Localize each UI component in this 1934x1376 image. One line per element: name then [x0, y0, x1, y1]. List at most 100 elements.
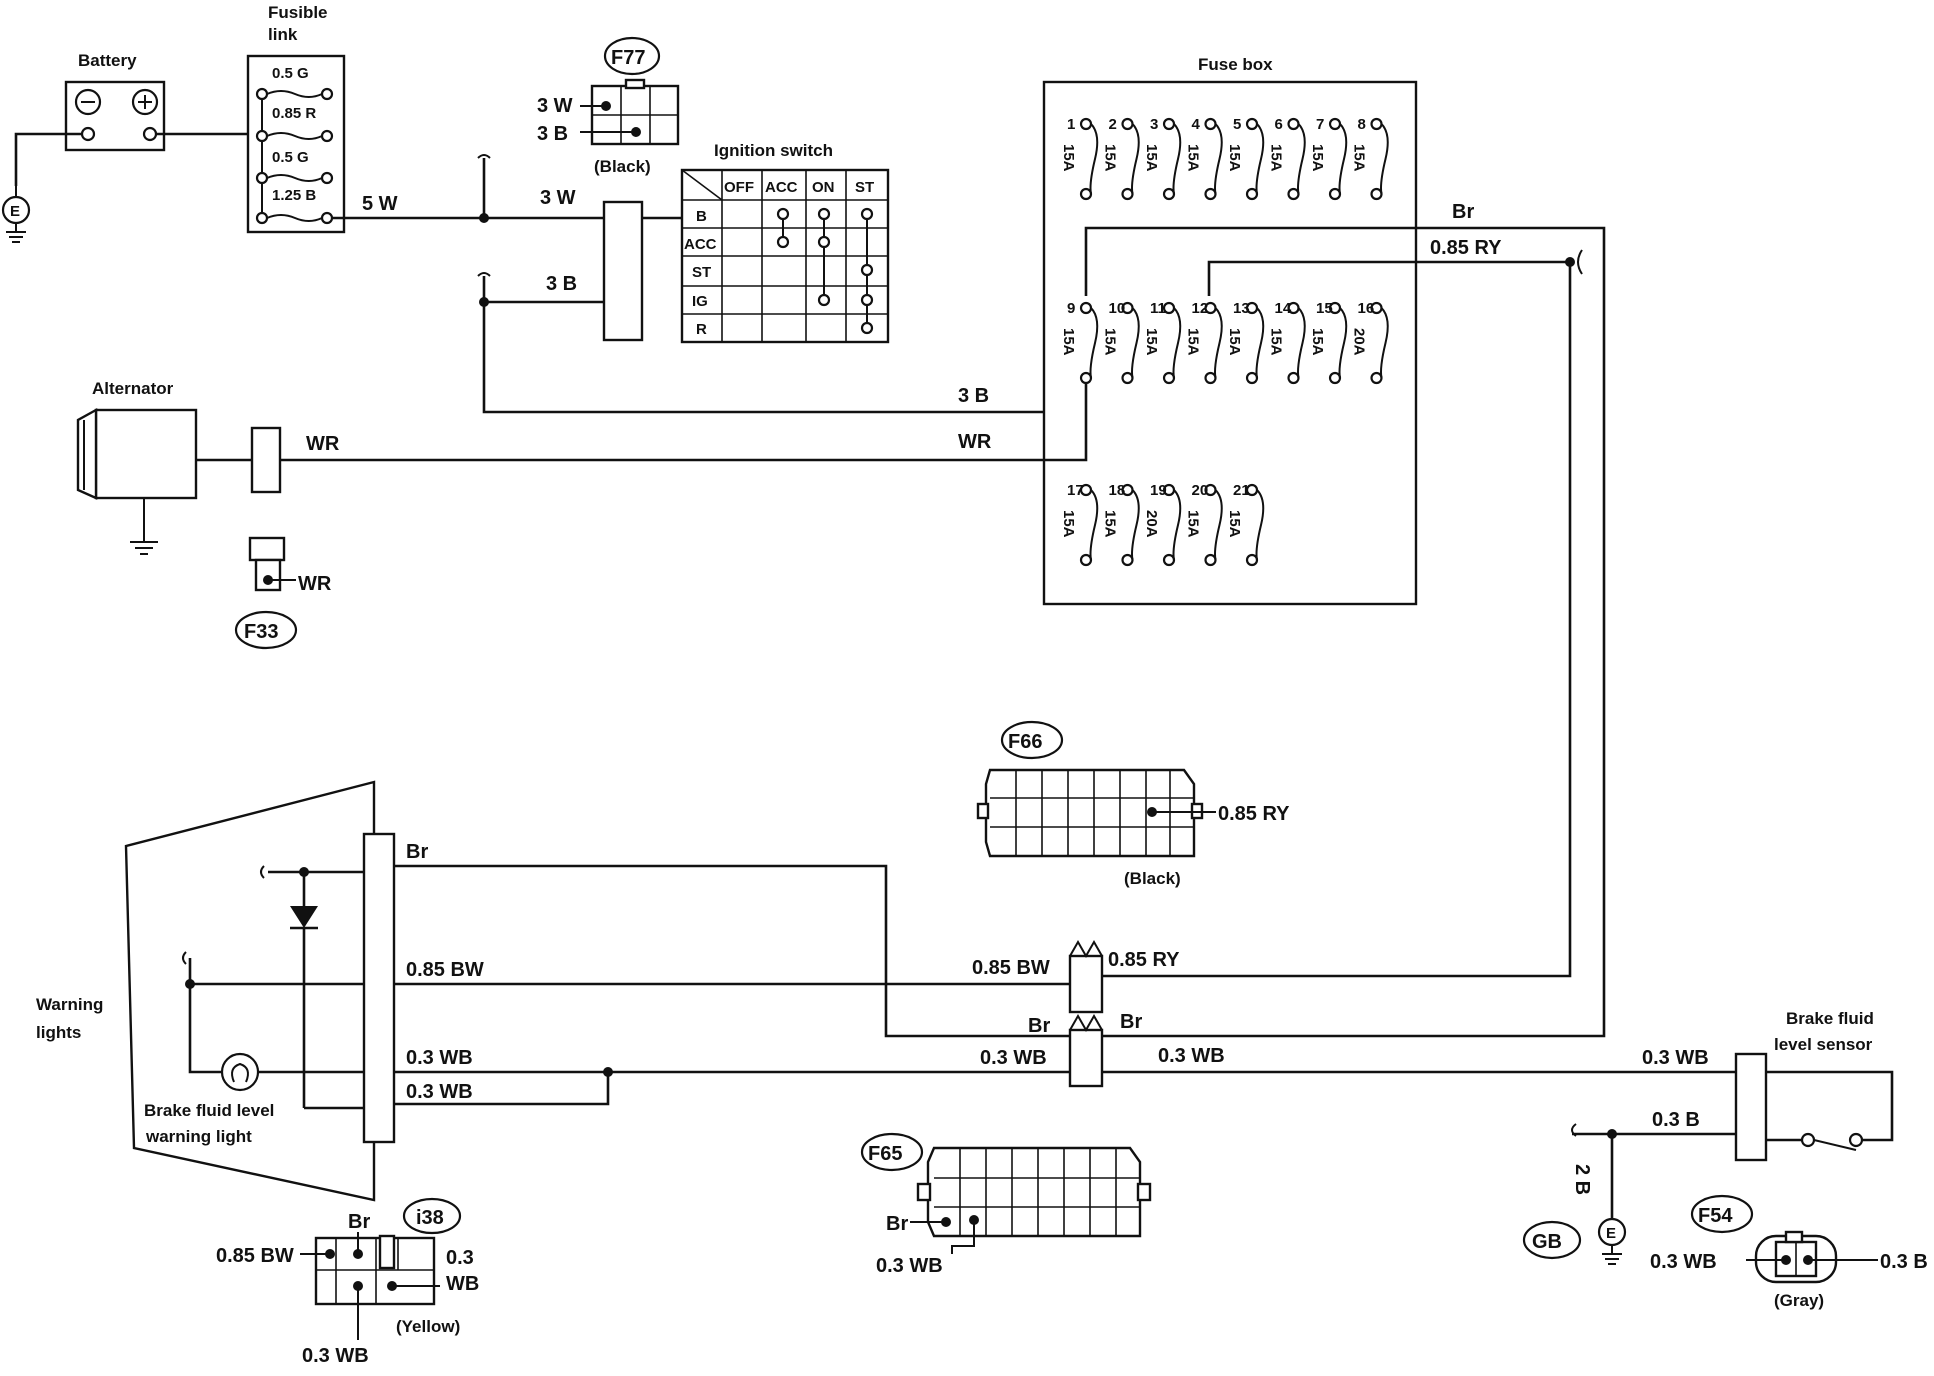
wire-label-2b: 2 B — [1571, 1164, 1593, 1195]
fuse-number: 17 — [1067, 482, 1084, 499]
fuse-number: 13 — [1233, 300, 1250, 317]
fuse-rating: 15A — [1268, 328, 1285, 356]
wire-label-wb-warning-2: 0.3 WB — [406, 1081, 473, 1103]
diode-icon — [290, 906, 318, 928]
fuse-number: 8 — [1358, 116, 1366, 133]
svg-text:WR: WR — [298, 573, 332, 595]
fuse-11: 11 15A — [1143, 300, 1182, 385]
fuse-rating: 15A — [1185, 328, 1202, 356]
ignition-switch-table: OFF ACC ON ST B ACC ST IG R — [680, 168, 890, 344]
svg-text:E: E — [10, 203, 20, 220]
connector-f54: F54 0.3 WB 0.3 B (Gray) — [1650, 1194, 1928, 1310]
fuse-6: 6 15A — [1268, 116, 1306, 201]
connector-f66: F66 0.85 RY (Black) — [976, 720, 1290, 888]
svg-text:0.85 BW: 0.85 BW — [216, 1245, 294, 1267]
fusible-link-3: 0.5 G — [272, 149, 309, 166]
fuse-rating: 15A — [1185, 510, 1202, 538]
svg-text:(Black): (Black) — [594, 157, 651, 176]
fuse-rating: 15A — [1143, 328, 1160, 356]
connector-gb: GB — [1522, 1220, 1582, 1260]
wire-label-3b-fuse: 3 B — [958, 385, 989, 407]
alternator-connector — [250, 426, 282, 494]
svg-text:F66: F66 — [1008, 731, 1042, 753]
wire-label-ry-top: 0.85 RY — [1430, 237, 1502, 259]
fuse-number: 10 — [1109, 300, 1126, 317]
ignition-row-st: ST — [692, 264, 711, 281]
fuse-number: 12 — [1192, 300, 1209, 317]
svg-text:0.3: 0.3 — [446, 1247, 474, 1269]
fuse-number: 9 — [1067, 300, 1075, 317]
battery-ground-icon: E — [1, 186, 31, 243]
brake-sensor-connector — [1734, 1052, 1768, 1162]
svg-text:F77: F77 — [611, 47, 645, 69]
fuse-number: 20 — [1192, 482, 1209, 499]
fusible-link-label-1: Fusible — [268, 3, 328, 22]
ignition-col-acc: ACC — [765, 179, 798, 196]
fusible-link-1: 0.5 G — [272, 65, 309, 82]
fuse-7: 7 15A — [1309, 116, 1348, 201]
fuse-rating: 15A — [1268, 144, 1285, 172]
ignition-switch-label: Ignition switch — [714, 141, 833, 160]
ignition-row-r: R — [696, 321, 707, 338]
warning-lights-label-2: lights — [36, 1023, 81, 1042]
wire-label-br-mid-left: Br — [1028, 1015, 1050, 1037]
fuse-rating: 15A — [1102, 328, 1119, 356]
wire-label-5w: 5 W — [362, 193, 398, 215]
wire-label-wb-sensor: 0.3 WB — [1642, 1047, 1709, 1069]
svg-text:Br: Br — [348, 1211, 370, 1233]
fuse-rating: 20A — [1351, 328, 1368, 356]
ignition-harness-connector — [602, 200, 644, 342]
fuse-rating: 15A — [1309, 144, 1326, 172]
wire-label-wb-warning-1: 0.3 WB — [406, 1047, 473, 1069]
fusible-link — [246, 54, 346, 234]
fuse-array: 115A215A315A415A515A615A715A815A915A1015… — [1060, 116, 1389, 567]
fuse-number: 1 — [1067, 116, 1075, 133]
warning-lights-connector — [362, 832, 396, 1144]
wire-label-br-mid-right: Br — [1120, 1011, 1142, 1033]
brake-warning-light-label-1: Brake fluid level — [144, 1101, 274, 1120]
connector-f65: F65 Br 0.3 WB — [860, 1132, 1152, 1277]
wire-label-b-sensor: 0.3 B — [1652, 1109, 1700, 1131]
fuse-number: 11 — [1150, 300, 1166, 317]
brake-warning-light-label-2: warning light — [145, 1127, 252, 1146]
fuse-number: 3 — [1150, 116, 1158, 133]
svg-text:i38: i38 — [416, 1207, 444, 1229]
sensor-ground-icon: E — [1597, 1217, 1627, 1265]
fuse-box — [1042, 80, 1418, 606]
warning-lights-panel — [124, 780, 376, 1202]
fuse-rating: 15A — [1226, 144, 1243, 172]
fuse-rating: 15A — [1185, 144, 1202, 172]
fuse-number: 7 — [1316, 116, 1324, 133]
fuse-rating: 15A — [1060, 328, 1077, 356]
fuse-number: 19 — [1150, 482, 1167, 499]
fuse-number: 6 — [1275, 116, 1283, 133]
svg-text:3 W: 3 W — [537, 95, 573, 117]
fuse-3: 3 15A — [1143, 116, 1182, 201]
fuse-number: 18 — [1109, 482, 1126, 499]
ignition-col-st: ST — [855, 179, 874, 196]
fuse-rating: 15A — [1143, 144, 1160, 172]
svg-text:(Yellow): (Yellow) — [396, 1317, 460, 1336]
svg-text:E: E — [1606, 1225, 1616, 1242]
fusible-link-label-2: link — [268, 25, 298, 44]
svg-text:3 B: 3 B — [537, 123, 568, 145]
fusible-link-2: 0.85 R — [272, 105, 316, 122]
fuse-box-label: Fuse box — [1198, 55, 1273, 74]
brake-sensor-label-2: level sensor — [1774, 1035, 1873, 1054]
fuse-number: 16 — [1358, 300, 1375, 317]
fuse-20: 20 15A — [1185, 482, 1223, 567]
fuse-10: 10 15A — [1102, 300, 1140, 385]
svg-text:WB: WB — [446, 1273, 479, 1295]
wire-label-br-warning: Br — [406, 841, 428, 863]
ignition-col-on: ON — [812, 179, 835, 196]
svg-text:(Black): (Black) — [1124, 869, 1181, 888]
wire-label-br-top: Br — [1452, 201, 1474, 223]
